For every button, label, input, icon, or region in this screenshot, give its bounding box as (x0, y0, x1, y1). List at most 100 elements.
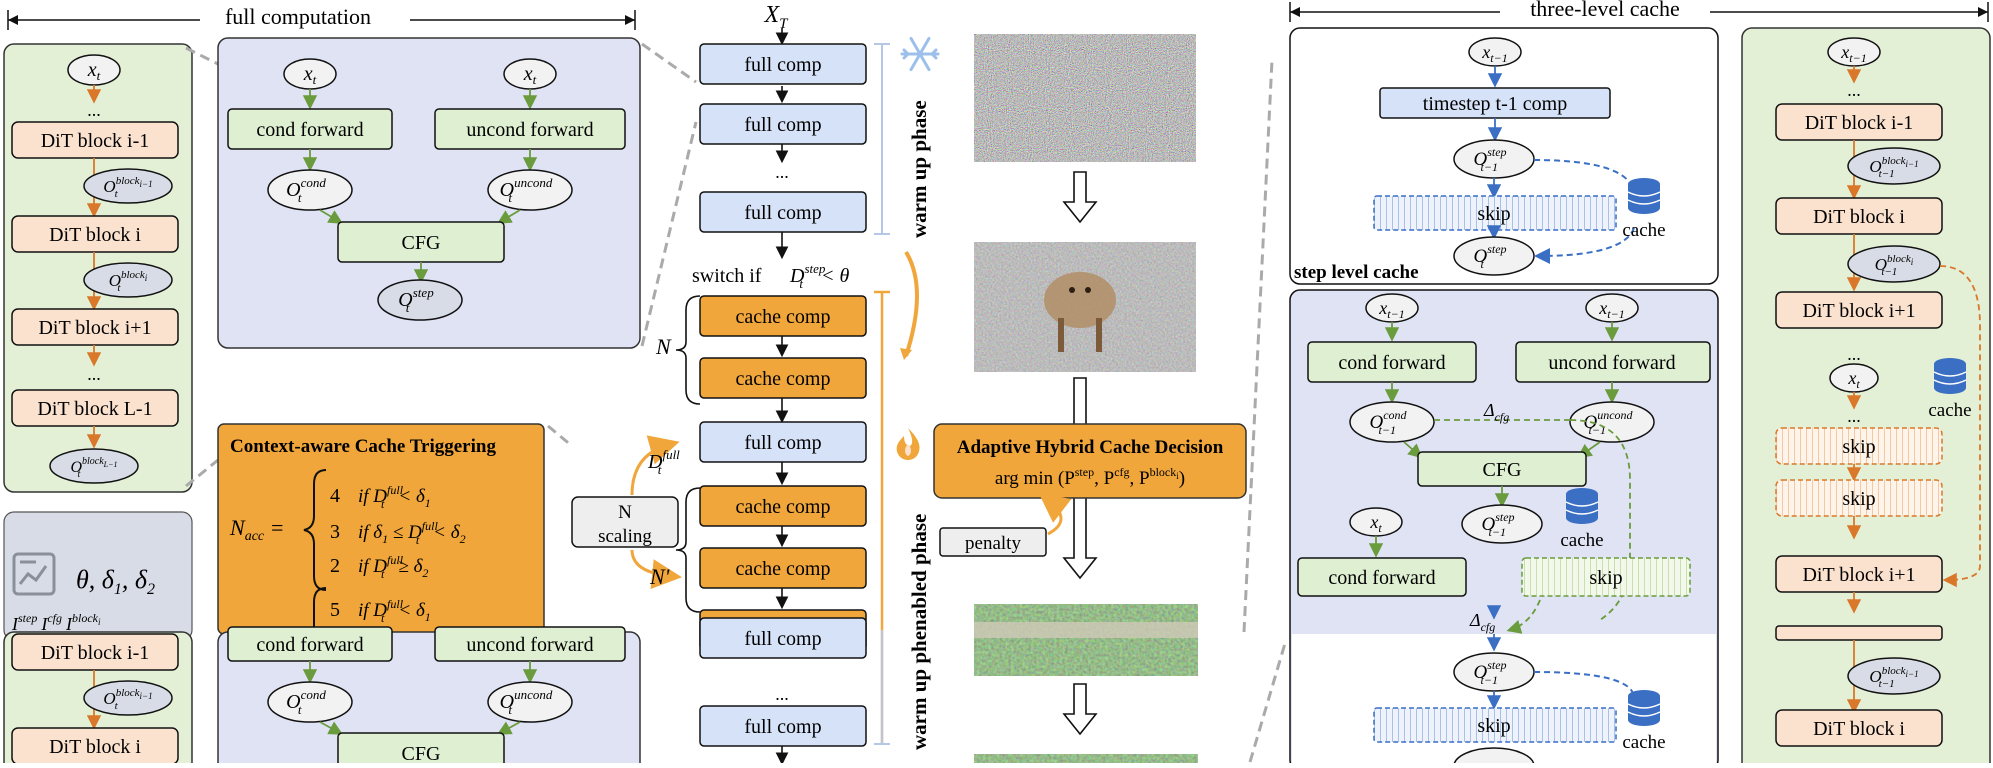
svg-text:skip: skip (1477, 203, 1510, 225)
svg-text:DiT block i: DiT block i (1813, 206, 1905, 228)
decision-panel: Adaptive Hybrid Cache Decision arg min (… (933, 423, 1247, 499)
svg-text:Oblocki−1t−1: Oblocki−1t−1 (1869, 665, 1918, 690)
svg-text:4: 4 (330, 485, 340, 507)
cache-comp-box (699, 295, 867, 337)
cache-comp-box (699, 485, 867, 527)
full-comp-box (699, 421, 867, 463)
full-comp-box (699, 705, 867, 747)
full-computation-header: full computation (225, 4, 371, 29)
full-comp-box (699, 103, 867, 145)
svg-text:...: ... (1847, 406, 1861, 426)
svg-text:cond forward: cond forward (256, 634, 363, 656)
svg-text:Context-aware Cache Triggering: Context-aware Cache Triggering (230, 436, 496, 457)
svg-text:CFG: CFG (402, 743, 441, 763)
dit-block-ip1 (11, 308, 179, 346)
svg-text:DiT block i-1: DiT block i-1 (1805, 112, 1914, 134)
svg-text:cond forward: cond forward (256, 119, 363, 141)
svg-text:DiT block i: DiT block i (49, 736, 141, 758)
timeline-boxes: full comp full comp... full comp cache comp… (699, 43, 867, 766)
svg-text:skip: skip (1842, 436, 1875, 458)
full-comp-label: full comp (744, 202, 821, 224)
full-comp-label: full comp (744, 432, 821, 454)
context-aware-panel: Context-aware Cache Triggering Nacc = 4 … (217, 423, 545, 635)
full-comp-box (699, 617, 867, 659)
timeline-ellipsis: ... (775, 684, 789, 704)
svg-text:step level cache: step level cache (1294, 262, 1419, 283)
snowflake-icon (900, 36, 940, 72)
svg-text:...: ... (1847, 80, 1861, 100)
svg-text:N': N' (649, 564, 670, 589)
svg-text:cache: cache (1622, 220, 1665, 241)
svg-text:penalty: penalty (965, 533, 1021, 554)
full-comp-label: full comp (744, 114, 821, 136)
svg-text:CFG: CFG (402, 232, 441, 254)
svg-text:skip: skip (1589, 567, 1622, 589)
svg-text:2: 2 (330, 555, 340, 577)
svg-text:N: N (655, 334, 672, 359)
svg-text:DiT block L-1: DiT block L-1 (37, 398, 152, 420)
svg-text:DiT block i: DiT block i (1813, 718, 1905, 740)
svg-text:...: ... (87, 364, 101, 384)
full-computation-ruler (7, 10, 636, 30)
three-level-cache-ruler (1289, 2, 1989, 22)
database-icon (1933, 358, 1967, 394)
svg-text:cond forward: cond forward (1338, 352, 1445, 374)
svg-text:XT: XT (763, 2, 789, 32)
svg-text:warm up phenabled phase: warm up phenabled phase (907, 514, 931, 750)
svg-text:DiT block i: DiT block i (49, 224, 141, 246)
svg-text:switch if: switch if (692, 265, 762, 287)
svg-text:...: ... (87, 100, 101, 120)
flame-icon (896, 428, 920, 460)
arrow-down-3 (1062, 683, 1098, 736)
svg-text:3: 3 (330, 521, 340, 543)
chart-icon (12, 552, 56, 596)
skip-box (1373, 195, 1617, 231)
svg-text:warm up phase: warm up phase (907, 100, 931, 238)
svg-text:5: 5 (330, 599, 340, 621)
svg-text:N: N (618, 502, 632, 523)
svg-text:DiT block i+1: DiT block i+1 (1802, 300, 1915, 322)
svg-text:timestep t-1 comp: timestep t-1 comp (1423, 93, 1567, 115)
svg-text:CFG: CFG (1483, 459, 1522, 481)
cache-comp-label: cache comp (736, 306, 831, 328)
timeline-ellipsis: ... (775, 162, 789, 182)
svg-text:scaling: scaling (598, 526, 652, 547)
svg-text:...: ... (1847, 344, 1861, 364)
svg-text:Adaptive Hybrid Cache Decision: Adaptive Hybrid Cache Decision (957, 437, 1224, 458)
svg-text:cond forward: cond forward (1328, 567, 1435, 589)
svg-text:DiT block i-1: DiT block i-1 (41, 642, 150, 664)
svg-text:cache: cache (1622, 732, 1665, 753)
penalty-box: penalty (939, 492, 1072, 557)
full-comp-box (699, 43, 867, 85)
cache-comp-label: cache comp (736, 496, 831, 518)
final-image-top (974, 754, 1198, 763)
dit-block-lm1 (11, 389, 179, 427)
full-comp-label: full comp (744, 54, 821, 76)
database-icon (1627, 178, 1661, 214)
cache-comp-label: cache comp (736, 368, 831, 390)
cache-comp-box (699, 547, 867, 589)
dit-block-i (11, 215, 179, 253)
database-icon (1565, 488, 1599, 524)
svg-text:Oblocki−1t−1: Oblocki−1t−1 (1869, 155, 1918, 180)
svg-text:skip: skip (1477, 715, 1510, 737)
cache-comp-box (699, 357, 867, 399)
noise-image (974, 34, 1196, 162)
timeline: XT (763, 2, 789, 46)
svg-text:uncond forward: uncond forward (466, 634, 593, 656)
svg-text:uncond forward: uncond forward (1548, 352, 1675, 374)
